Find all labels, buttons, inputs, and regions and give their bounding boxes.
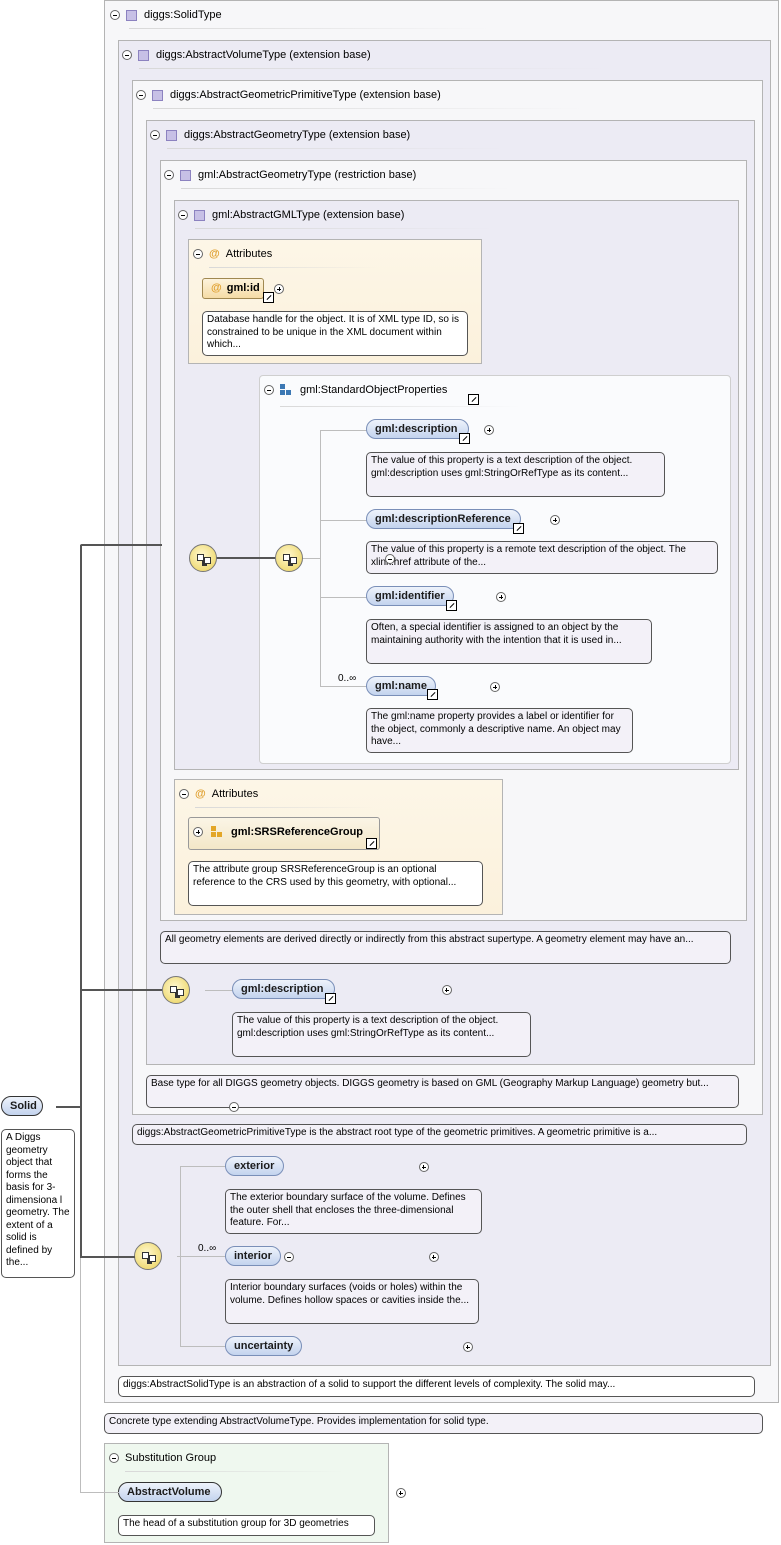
gml-name-occurs: 0..∞ — [338, 673, 357, 684]
solid-type-title: diggs:SolidType — [144, 9, 222, 21]
gml-identifier-element[interactable]: gml:identifier — [366, 586, 454, 606]
complex-type-icon — [166, 129, 177, 141]
gml-id-doc: Database handle for the object. It is of… — [202, 311, 468, 356]
attributes-srs-title: Attributes — [211, 788, 259, 800]
collapse-icon[interactable] — [179, 789, 189, 800]
group-icon — [280, 384, 292, 396]
gml-description-reference-doc: The value of this property is a remote t… — [366, 541, 718, 574]
sequence-icon — [134, 1242, 162, 1270]
complex-type-icon — [180, 169, 191, 181]
interior-doc: Interior boundary surfaces (voids or hol… — [225, 1279, 479, 1324]
sequence-icon — [189, 544, 217, 572]
reference-icon — [459, 433, 470, 444]
reference-icon — [366, 838, 377, 849]
collapse-icon[interactable] — [110, 10, 120, 21]
collapse-icon[interactable] — [264, 385, 274, 396]
complex-type-icon — [138, 49, 149, 61]
srs-reference-group-label: gml:SRSReferenceGroup — [231, 826, 364, 838]
connector — [80, 544, 162, 546]
abstract-gml-type-title: gml:AbstractGMLType (extension base) — [212, 209, 405, 221]
connector — [80, 545, 82, 1257]
abstract-geometric-primitive-type-title: diggs:AbstractGeometricPrimitiveType (ex… — [170, 89, 441, 101]
expand-icon[interactable] — [496, 592, 507, 603]
interior-occurs: 0..∞ — [198, 1243, 217, 1254]
abstract-volume-element[interactable]: AbstractVolume — [118, 1482, 222, 1502]
collapse-icon[interactable] — [122, 50, 132, 61]
complex-type-icon — [126, 9, 137, 21]
complex-type-icon — [152, 89, 163, 101]
solid-type-doc: Concrete type extending AbstractVolumeTy… — [104, 1413, 763, 1434]
interior-element[interactable]: interior — [225, 1246, 281, 1266]
collapse-icon[interactable] — [385, 554, 396, 565]
gml-abstract-geometry-type-title: gml:AbstractGeometryType (restriction ba… — [198, 169, 417, 181]
solid-element[interactable]: Solid — [1, 1096, 43, 1116]
expand-icon[interactable] — [418, 1162, 429, 1173]
reference-icon — [468, 394, 479, 405]
substitution-connector — [80, 1492, 119, 1493]
expand-icon[interactable] — [441, 985, 452, 996]
expand-icon[interactable] — [428, 1252, 439, 1263]
attribute-group-icon — [211, 826, 223, 838]
exterior-doc: The exterior boundary surface of the vol… — [225, 1189, 482, 1234]
expand-icon[interactable] — [395, 1488, 406, 1499]
substitution-group-title: Substitution Group — [125, 1452, 217, 1464]
collapse-icon[interactable] — [193, 249, 203, 260]
expand-icon[interactable] — [550, 515, 561, 526]
connector — [80, 989, 162, 991]
collapse-icon[interactable] — [178, 210, 188, 221]
uncertainty-element[interactable]: uncertainty — [225, 1336, 302, 1356]
connector — [80, 1256, 135, 1258]
abstract-volume-type-title: diggs:AbstractVolumeType (extension base… — [156, 49, 371, 61]
reference-icon — [263, 292, 274, 303]
gml-id-attribute[interactable]: @ gml:id — [202, 278, 264, 299]
sequence-icon — [275, 544, 303, 572]
sequence-icon — [162, 976, 190, 1004]
attribute-icon: @ — [195, 788, 206, 800]
srs-reference-group-doc: The attribute group SRSReferenceGroup is… — [188, 861, 483, 906]
gml-abstract-geometry-doc: All geometry elements are derived direct… — [160, 931, 731, 964]
connector — [56, 1106, 82, 1108]
gml-description-element[interactable]: gml:description — [366, 419, 469, 439]
expand-icon[interactable] — [484, 425, 495, 436]
collapse-icon[interactable] — [283, 1252, 294, 1263]
attribute-icon: @ — [211, 282, 222, 294]
exterior-element[interactable]: exterior — [225, 1156, 284, 1176]
gml-identifier-doc: Often, a special identifier is assigned … — [366, 619, 652, 664]
attributes-title: Attributes — [225, 248, 273, 260]
gml-id-label: gml:id — [226, 282, 260, 294]
srs-reference-group[interactable]: gml:SRSReferenceGroup — [188, 817, 380, 850]
collapse-icon[interactable] — [228, 1102, 239, 1113]
substitution-connector — [80, 1258, 81, 1492]
connector — [215, 557, 275, 559]
solid-doc: A Diggs geometry object that forms the b… — [1, 1129, 75, 1278]
standard-object-properties-title: gml:StandardObjectProperties — [300, 384, 448, 396]
diggs-abstract-geometry-type-title: diggs:AbstractGeometryType (extension ba… — [184, 129, 411, 141]
expand-icon[interactable] — [490, 682, 501, 693]
expand-icon[interactable] — [274, 284, 284, 295]
collapse-icon[interactable] — [109, 1453, 119, 1464]
expand-icon[interactable] — [462, 1342, 473, 1353]
reference-icon — [513, 523, 524, 534]
diggs-description-element[interactable]: gml:description — [232, 979, 335, 999]
complex-type-icon — [194, 209, 205, 221]
abstract-solid-doc: diggs:AbstractSolidType is an abstractio… — [118, 1376, 755, 1397]
gml-name-element[interactable]: gml:name — [366, 676, 436, 696]
abstract-volume-doc: The head of a substitution group for 3D … — [118, 1515, 375, 1536]
gml-name-doc: The gml:name property provides a label o… — [366, 708, 633, 753]
gml-description-doc: The value of this property is a text des… — [366, 452, 665, 497]
expand-icon[interactable] — [193, 827, 203, 838]
diggs-description-doc: The value of this property is a text des… — [232, 1012, 531, 1057]
abstract-geometric-primitive-doc: diggs:AbstractGeometricPrimitiveType is … — [132, 1124, 747, 1145]
reference-icon — [446, 600, 457, 611]
gml-description-reference-element[interactable]: gml:descriptionReference — [366, 509, 521, 529]
diggs-abstract-geometry-doc: Base type for all DIGGS geometry objects… — [146, 1075, 739, 1108]
collapse-icon[interactable] — [164, 170, 174, 181]
reference-icon — [427, 689, 438, 700]
collapse-icon[interactable] — [136, 90, 146, 101]
collapse-icon[interactable] — [150, 130, 160, 141]
reference-icon — [325, 993, 336, 1004]
attribute-icon: @ — [209, 248, 220, 260]
